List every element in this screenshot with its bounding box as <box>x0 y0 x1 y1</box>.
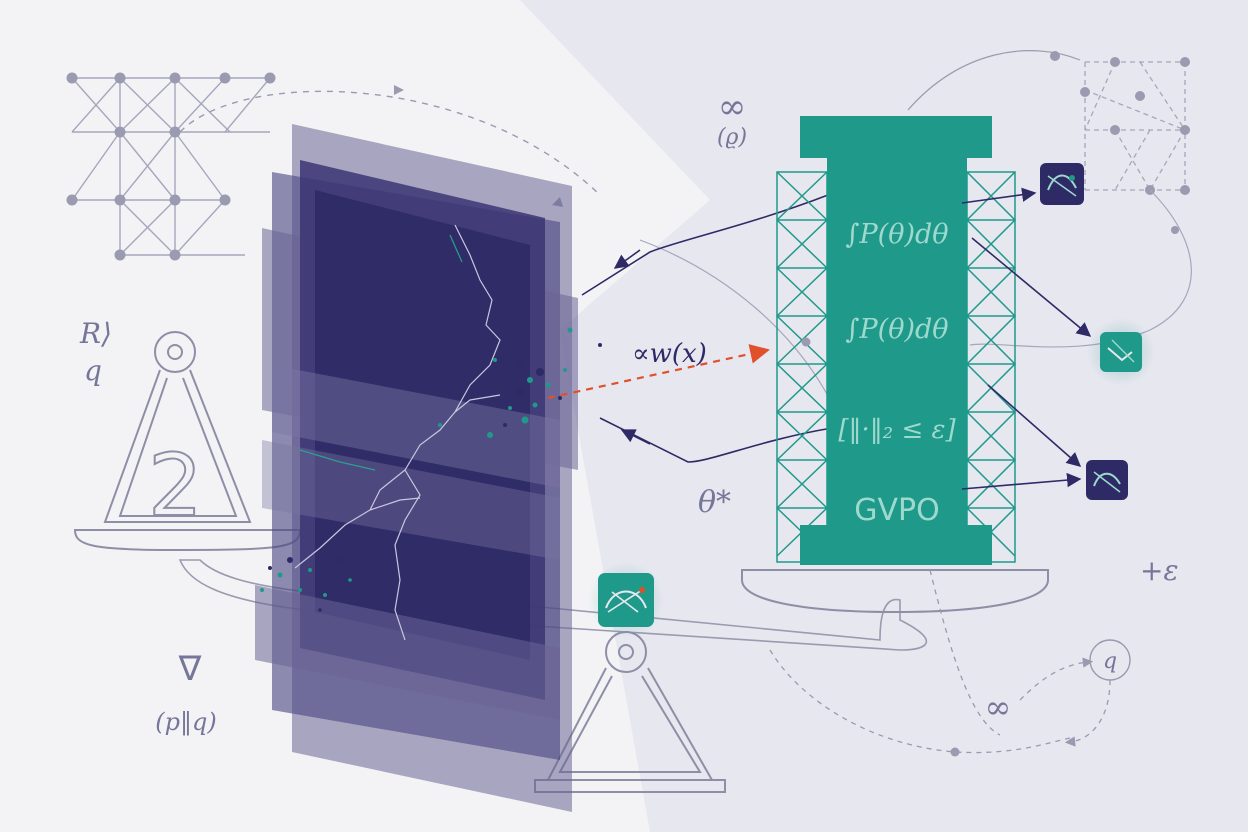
pillar-scaffold-left <box>775 171 829 563</box>
thin-arc-middle <box>639 239 841 421</box>
q-label: q <box>84 354 102 387</box>
crack-lines-teal <box>299 234 463 471</box>
bottom-q-label: q <box>1103 649 1117 674</box>
arc-arrowhead <box>394 85 404 95</box>
r-label: R⟩ <box>79 317 112 350</box>
dashed-arrow-from-q <box>1064 679 1111 747</box>
arrow-to-icon-1 <box>961 187 1037 204</box>
pillar-method-name: GVPO <box>854 493 939 528</box>
arc-node <box>801 337 811 347</box>
particles <box>260 327 602 612</box>
slab-stack <box>255 124 578 812</box>
dashed-arrow-to-q <box>1019 657 1094 701</box>
path-node <box>950 747 960 757</box>
arrow-to-icon-3 <box>987 384 1082 467</box>
q-circle <box>1089 639 1131 681</box>
nabla-label: ∇ <box>178 649 202 689</box>
bottom-infinity-label: ∞ <box>985 688 1012 726</box>
arrow-to-icon-2 <box>971 237 1092 337</box>
dashed-arc-top <box>179 90 601 196</box>
plus-epsilon-label: +ε <box>1140 554 1179 587</box>
top-infinity-label: ∞ <box>718 87 746 127</box>
arrow-to-slab-bottom-head <box>620 429 651 445</box>
proportional-weight-arrow <box>547 344 770 400</box>
descending-trend-icon <box>1087 318 1155 386</box>
top-rho-label: (ϱ) <box>717 125 747 150</box>
weight-number: 2 <box>148 436 203 536</box>
theta-star-label: θ* <box>698 485 731 520</box>
proportional-weight-label: ∝w(x) <box>632 339 707 369</box>
dashed-line-bottom-right <box>929 569 1001 736</box>
crack-lines <box>294 224 501 641</box>
arrow-to-slab-top-head <box>613 249 641 269</box>
network-nodes-left <box>66 72 276 261</box>
thin-arc-top-right <box>907 50 1081 111</box>
network-nodes-right <box>1050 51 1190 234</box>
right-balance-pan <box>741 569 1049 614</box>
pillar-integral-1: ∫P(θ)dθ <box>845 219 948 250</box>
thin-arc-right <box>969 189 1192 348</box>
pillar-body <box>800 116 992 565</box>
curve-chart-icon <box>1040 163 1084 205</box>
balance-curve-icon <box>588 562 664 638</box>
divergence-label: (p‖q) <box>155 708 216 737</box>
pillar-norm-constraint: [‖·‖₂ ≤ ε] <box>838 415 956 445</box>
curve-chart-icon-2 <box>1086 460 1128 500</box>
left-balance-stand <box>103 331 252 523</box>
arrow-to-slab-top <box>581 194 829 296</box>
arrow-to-icon-4 <box>961 472 1082 490</box>
pillar-integral-2: ∫P(θ)dθ <box>845 314 948 345</box>
